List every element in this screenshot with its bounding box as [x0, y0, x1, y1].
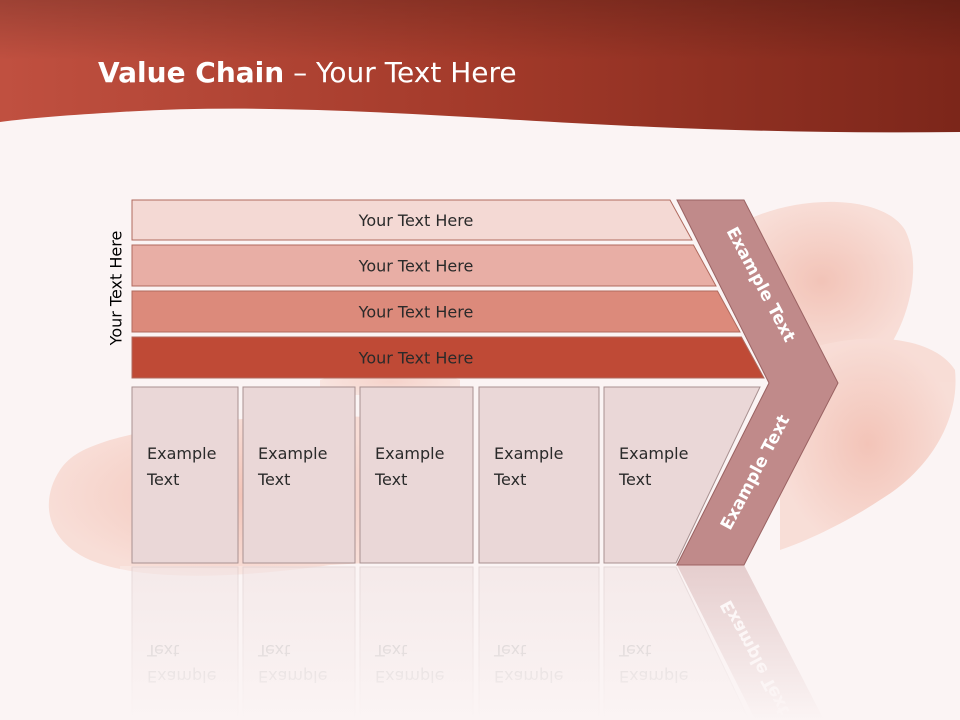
column-1-line2: Text: [146, 470, 179, 489]
column-2: [242, 386, 356, 564]
column-2-line2: Text: [257, 470, 290, 489]
column-3: [359, 386, 474, 564]
bar-4-label: Your Text Here: [358, 349, 474, 368]
column-5-line1: Example: [619, 444, 688, 463]
column-1: [131, 386, 239, 564]
bar-3-label: Your Text Here: [358, 303, 474, 322]
column-4-line1: Example: [494, 444, 563, 463]
column-5-line2: Text: [618, 470, 651, 489]
bar-3: [131, 290, 741, 333]
column-2-line1: Example: [258, 444, 327, 463]
title-bold: Value Chain: [98, 56, 285, 89]
side-label: Your Text Here: [106, 230, 126, 346]
column-5: [603, 386, 761, 564]
bar-1-label: Your Text Here: [358, 211, 474, 230]
bar-2-label: Your Text Here: [358, 257, 474, 276]
column-4: [478, 386, 600, 564]
column-4-line2: Text: [493, 470, 526, 489]
bar-1: [131, 199, 693, 241]
reflection-fade: [120, 566, 860, 720]
column-1-line1: Example: [147, 444, 216, 463]
bar-2: [131, 244, 717, 287]
bar-4: [131, 336, 765, 379]
column-3-line1: Example: [375, 444, 444, 463]
title-rest: – Your Text Here: [284, 56, 517, 89]
header-band: [0, 0, 960, 133]
column-3-line2: Text: [374, 470, 407, 489]
page-title: Value Chain – Your Text Here: [98, 56, 517, 89]
